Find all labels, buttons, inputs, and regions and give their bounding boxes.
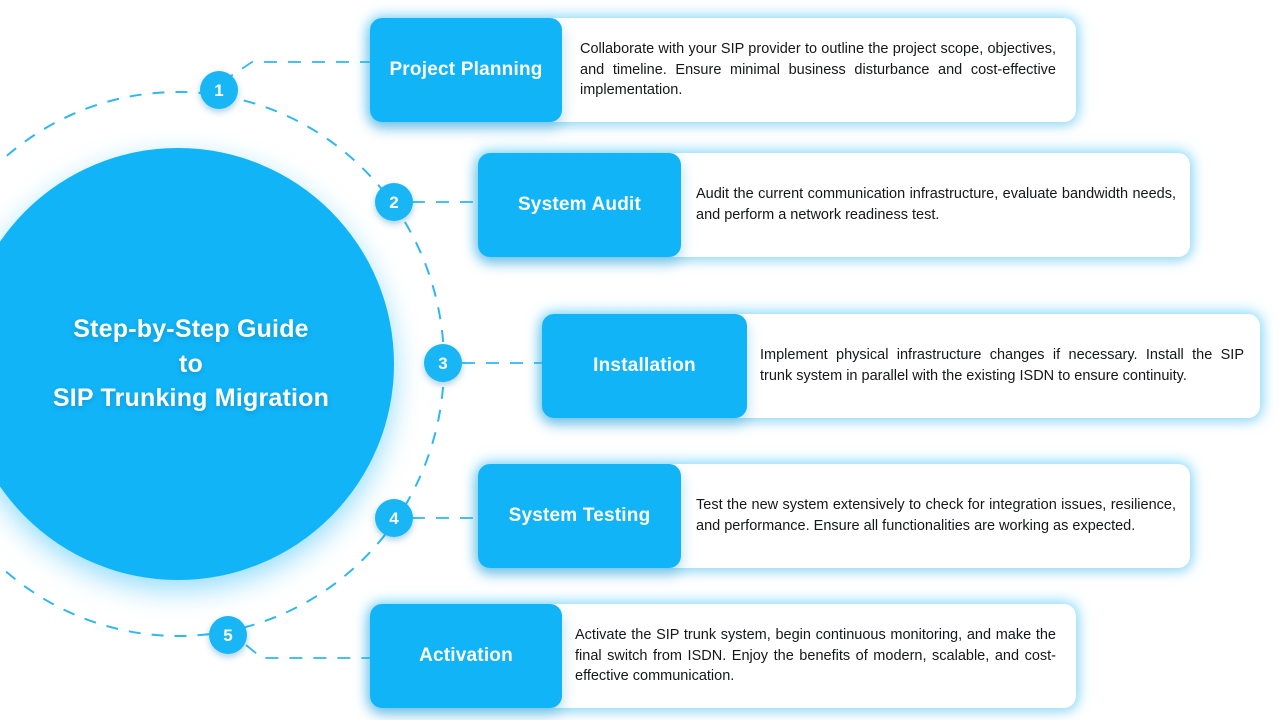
step-row-3: Implement physical infrastructure change…: [542, 314, 1260, 418]
step-row-5: Activate the SIP trunk system, begin con…: [370, 604, 1076, 708]
step-label-3[interactable]: Installation: [542, 314, 747, 418]
step-row-1: Collaborate with your SIP provider to ou…: [370, 18, 1076, 122]
step-label-5[interactable]: Activation: [370, 604, 562, 708]
hub-title: Step-by-Step Guide to SIP Trunking Migra…: [52, 315, 330, 413]
step-description-3: Implement physical infrastructure change…: [760, 347, 1244, 384]
step-badge-1[interactable]: 1: [200, 71, 238, 109]
step-row-2: Audit the current communication infrastr…: [478, 153, 1190, 257]
step-description-1: Collaborate with your SIP provider to ou…: [580, 41, 1056, 99]
step-label-1[interactable]: Project Planning: [370, 18, 562, 122]
step-description-2: Audit the current communication infrastr…: [696, 186, 1176, 223]
hub-circle: Step-by-Step Guide to SIP Trunking Migra…: [0, 148, 394, 580]
step-label-2[interactable]: System Audit: [478, 153, 681, 257]
step-label-4[interactable]: System Testing: [478, 464, 681, 568]
step-badge-4[interactable]: 4: [375, 499, 413, 537]
step-badge-2[interactable]: 2: [375, 183, 413, 221]
step-description-4: Test the new system extensively to check…: [696, 497, 1176, 534]
step-badge-5[interactable]: 5: [209, 616, 247, 654]
step-row-4: Test the new system extensively to check…: [478, 464, 1190, 568]
step-description-5: Activate the SIP trunk system, begin con…: [575, 627, 1056, 685]
step-badge-3[interactable]: 3: [424, 344, 462, 382]
